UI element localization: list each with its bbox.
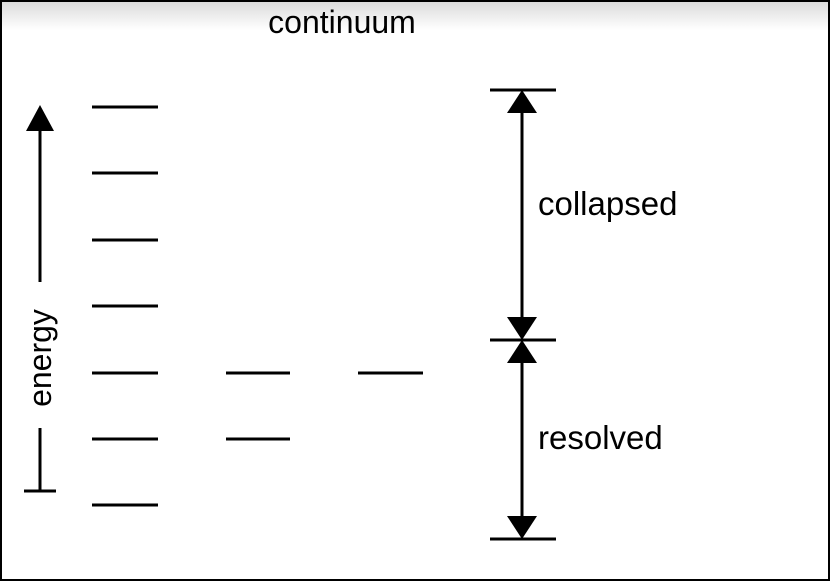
levels-column-2 bbox=[226, 371, 290, 441]
energy-axis-arrowhead bbox=[26, 105, 54, 131]
energy-axis: energy bbox=[22, 105, 58, 493]
resolved-down-arrowhead bbox=[507, 516, 537, 539]
resolved-label: resolved bbox=[538, 419, 663, 456]
top-shading bbox=[0, 0, 830, 30]
resolved-up-arrowhead bbox=[507, 340, 537, 363]
collapsed-up-arrowhead bbox=[507, 90, 537, 113]
collapsed-down-arrowhead bbox=[507, 317, 537, 340]
continuum-title: continuum bbox=[268, 4, 416, 40]
collapsed-range-arrow: collapsed bbox=[490, 88, 677, 340]
resolved-range-arrow: resolved bbox=[490, 340, 663, 541]
collapsed-label: collapsed bbox=[538, 185, 677, 222]
energy-axis-label: energy bbox=[22, 309, 58, 407]
levels-column-1 bbox=[92, 105, 158, 507]
